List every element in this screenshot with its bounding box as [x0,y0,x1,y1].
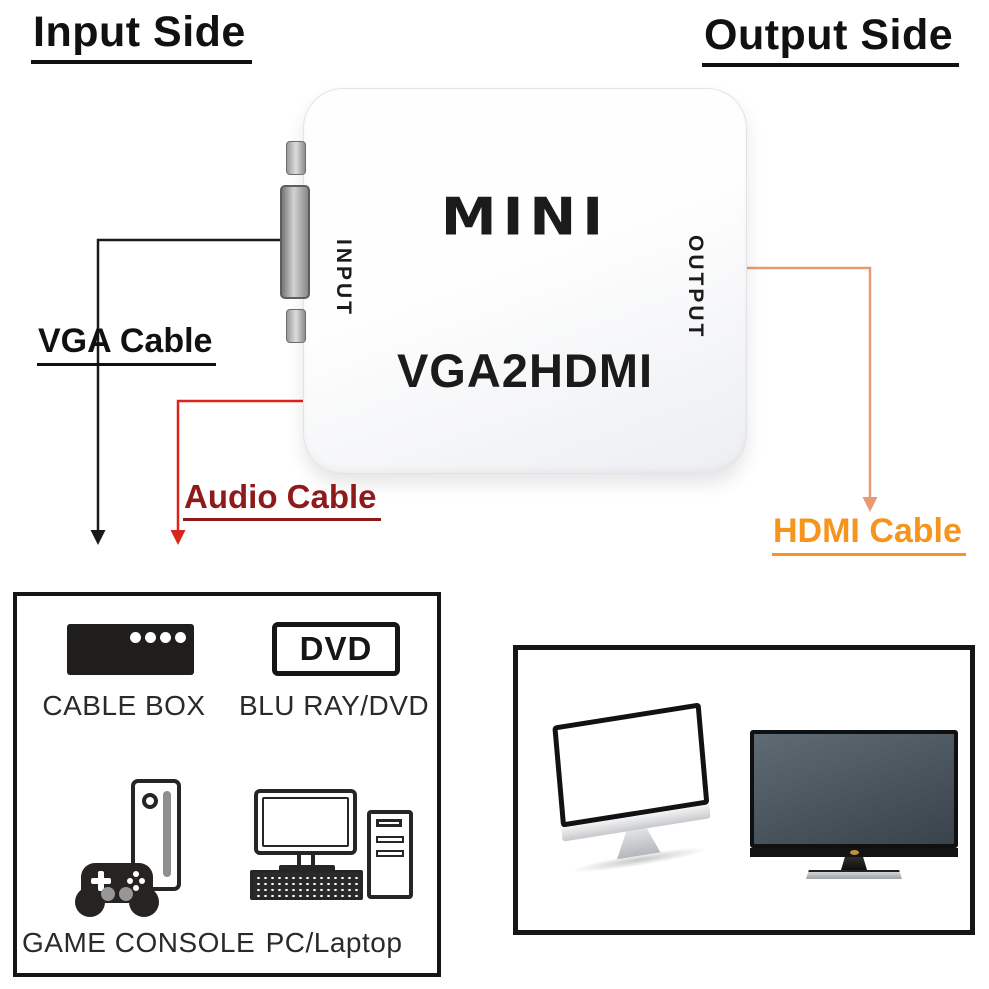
output-displays-panel [513,645,975,935]
gamepad-button [133,885,139,891]
game-console-tower-icon [131,779,181,891]
device-model-text: VGA2HDMI [396,344,654,397]
flat-tv-icon [750,730,958,879]
vga-cable-line [96,238,285,532]
audio-cable-label: Audio Cable [183,478,381,521]
tv-brand-logo-dot [850,850,859,855]
pc-keyboard-icon [250,870,363,900]
pc-monitor-base [279,865,335,872]
pc-tower-drive-bay [376,836,404,843]
output-side-title: Output Side [702,11,960,67]
vga-cable-label: VGA Cable [37,322,217,366]
pc-tower-drive-bay [376,850,404,857]
input-sources-panel: CABLE BOX DVD BLU RAY/DVD GAME CONSOLE [13,592,441,977]
console-disc-slot-icon [163,791,171,877]
audio-cable-arrowhead [170,530,186,545]
game-console-label: GAME CONSOLE [22,927,256,958]
gamepad-dpad-icon [91,871,111,891]
hdmi-cable-label: HDMI Cable [772,512,966,556]
tv-bottom-bezel [750,848,958,857]
audio-cable-line [176,399,306,532]
vga-screw-post-bottom-icon [286,309,306,343]
tv-stand-neck [841,857,867,870]
pc-tower-drive-slot [376,819,402,827]
gamepad-button [139,878,145,884]
console-power-button-icon [142,793,158,809]
gamepad-stick-icon [101,887,115,901]
gamepad-icon [75,861,159,917]
gamepad-button [133,871,139,877]
pc-tower-icon [367,810,413,899]
input-side-title: Input Side [31,8,252,64]
vga-port-icon [280,185,310,299]
imac-monitor-icon [552,702,713,877]
gamepad-stick-icon [119,887,133,901]
hdmi-cable-line [742,266,872,500]
gamepad-button [127,878,133,884]
input-port-label: INPUT [332,239,355,317]
hdmi-cable-arrowhead [862,497,878,512]
dvd-player-icon: DVD [272,622,400,676]
vga-screw-post-top-icon [286,141,306,175]
pc-laptop-label: PC/Laptop [265,927,403,958]
blu-ray-dvd-label: BLU RAY/DVD [239,690,430,721]
dvd-icon-text: DVD [299,630,373,667]
tv-screen [750,730,958,848]
pc-monitor-icon [254,789,357,855]
vga2hdmi-converter-device: MINI VGA2HDMI INPUT OUTPUT [280,88,747,474]
vga-cable-arrowhead [90,530,106,545]
cable-box-led-dots [130,632,186,643]
cable-box-label: CABLE BOX [42,690,206,721]
device-brand-text: MINI [440,187,610,248]
tv-stand-base [806,870,902,879]
output-port-label: OUTPUT [684,235,707,340]
cable-box-icon [67,624,194,675]
pc-monitor-stand [297,854,315,867]
